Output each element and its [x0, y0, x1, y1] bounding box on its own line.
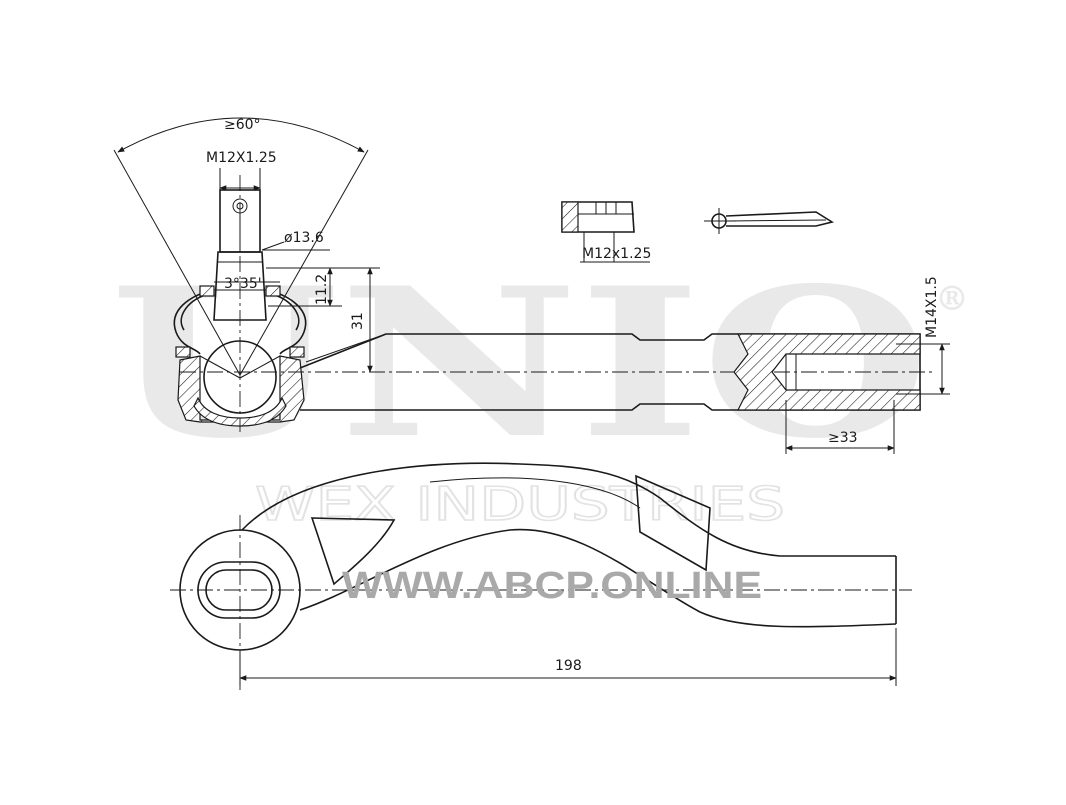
- cotter-pin: [704, 208, 835, 234]
- thread-depth-label: ≥33: [828, 430, 858, 446]
- section-view: ≥60° M12X1.25 ø13.6 3°35': [113, 117, 950, 454]
- height-large-label: 31: [350, 312, 366, 330]
- overall-length-label: 198: [555, 658, 582, 674]
- taper-label: 3°35': [224, 276, 262, 292]
- plan-view: 198: [170, 462, 912, 690]
- inner-thread-label: M14X1.5: [924, 276, 940, 338]
- stud-diameter-label: ø13.6: [284, 230, 324, 246]
- nut-thread-label: M12x1.25: [582, 246, 651, 262]
- castle-nut: M12x1.25: [561, 201, 651, 263]
- watermark-registered: ®: [935, 279, 969, 319]
- watermark-url: WWW.ABCP.ONLINE: [342, 565, 762, 607]
- watermark-company: WEX INDUSTRIES: [255, 477, 785, 531]
- stud-thread-label: M12X1.25: [206, 150, 277, 166]
- height-small-label: 11.2: [314, 274, 330, 305]
- angle-label: ≥60°: [224, 117, 261, 133]
